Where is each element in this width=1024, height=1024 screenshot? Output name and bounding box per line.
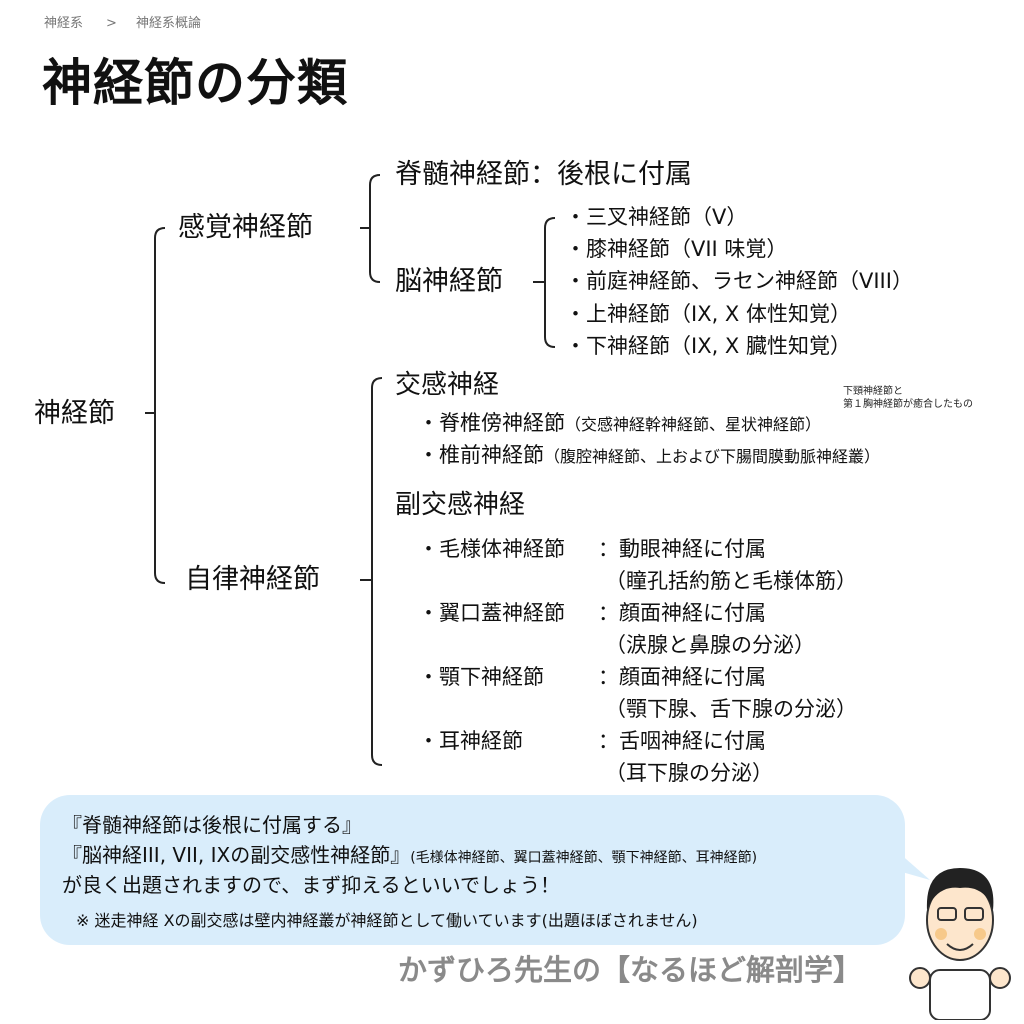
sympathetic-item: ・椎前神経節（腹腔神経節、上および下腸間膜動脈神経叢） [418,443,881,467]
breadcrumb-separator: > [106,16,117,31]
para-item-target: （耳下腺の分泌） [605,761,773,785]
para-item-name: ・毛様体神経節 [418,537,565,561]
breadcrumb-parent[interactable]: 神経系 [44,16,84,31]
para-item-nerve: ：動眼神経に付属 [598,537,766,561]
page-title: 神経節の分類 [42,54,348,112]
parasympathetic-label: 副交感神経 [395,490,526,520]
sympathetic-item: ・脊椎傍神経節（交感神経幹神経節、星状神経節） [418,411,822,435]
autonomic-label: 自律神経節 [185,564,320,595]
callout-line2: 『脳神経III, VII, IXの副交感性神経節』(毛様体神経節、翼口蓋神経節、… [62,843,758,867]
bracket-autonomic [360,377,383,766]
sensory-label: 感覚神経節 [178,212,313,243]
cranial-item: ・前庭神経節、ラセン神経節（VIII） [565,269,913,293]
para-item-name: ・翼口蓋神経節 [418,601,565,625]
para-item-target: （瞳孔括約筋と毛様体筋） [605,569,857,593]
cranial-item: ・三叉神経節（V） [565,205,748,229]
sympathetic-note: 下頸神経節と第１胸神経節が癒合したもの [843,386,973,410]
spinal-ganglion: 脊髄神経節：後根に付属 [395,159,692,190]
para-item-target: （顎下腺、舌下腺の分泌） [605,697,857,721]
cranial-item: ・上神経節（IX, X 体性知覚） [565,302,851,326]
para-item-target: （涙腺と鼻腺の分泌） [605,633,815,657]
para-item-name: ・顎下神経節 [418,665,544,689]
callout-line1: 『脊髄神経節は後根に付属する』 [62,813,362,837]
para-item-nerve: ：舌咽神経に付属 [598,729,766,753]
breadcrumb-current: 神経系概論 [136,16,202,31]
callout-note: ※ 迷走神経 Xの副交感は壁内神経叢が神経節として働いています(出題ほぼされませ… [76,911,698,930]
cranial-item: ・膝神経節（VII 味覚） [565,237,788,261]
teacher-avatar-icon [909,868,1011,1020]
para-item-name: ・耳神経節 [418,729,523,753]
cranial-item: ・下神経節（IX, X 臓性知覚） [565,334,851,358]
callout-line3: が良く出題されますので、まず抑えるといいでしょう！ [62,873,560,897]
footer-brand: かずひろ先生の【なるほど解剖学】 [398,953,863,987]
bracket-cranial [533,217,556,348]
sympathetic-label: 交感神経 [395,370,500,400]
bracket-root [145,227,166,584]
bracket-sensory [360,174,381,283]
para-item-nerve: ：顔面神経に付属 [598,665,766,689]
root-label: 神経節 [34,398,115,429]
callout-tail [890,845,930,880]
callout-bubble: 『脊髄神経節は後根に付属する』 『脳神経III, VII, IXの副交感性神経節… [40,795,905,945]
para-item-nerve: ：顔面神経に付属 [598,601,766,625]
cranial-label: 脳神経節 [395,266,503,297]
